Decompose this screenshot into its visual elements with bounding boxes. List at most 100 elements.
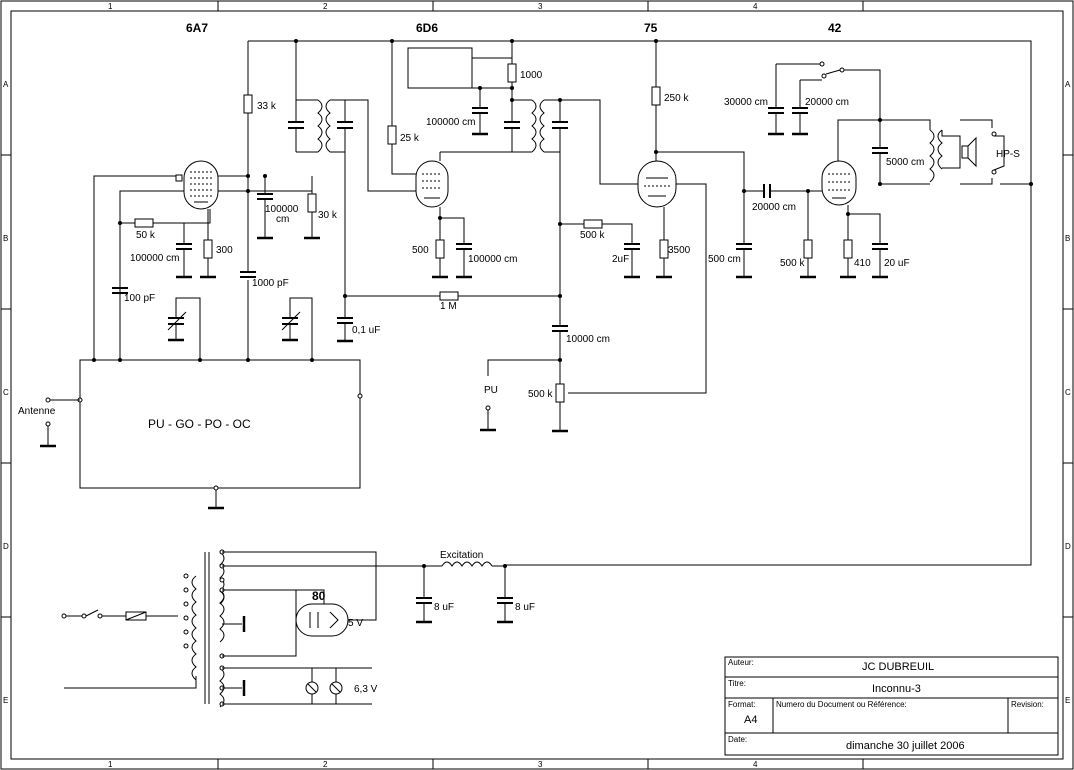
tube-6d6	[415, 160, 449, 208]
label-pot-500k: 500 k	[528, 389, 553, 400]
if-transformer-1	[288, 41, 416, 318]
label-c-20uf: 20 uF	[884, 258, 910, 269]
title-block-auteur-label: Auteur:	[728, 658, 754, 667]
if-transformer-2	[440, 88, 638, 326]
mains-switch-fuse	[61, 609, 178, 621]
zone-col-2-bottom: 2	[323, 760, 328, 769]
label-c-30000cm: 30000 cm	[724, 97, 768, 108]
resistor-3500	[659, 239, 669, 259]
tube-80	[295, 603, 349, 637]
resistor-33k	[243, 94, 253, 114]
variable-capacitor-2	[281, 297, 313, 358]
zone-col-2-top: 2	[323, 2, 328, 11]
zone-row-b-right: B	[1065, 234, 1070, 243]
label-c-100000cm-top: 100000 cm	[426, 117, 475, 128]
label-c-100000-a: 100000	[265, 204, 299, 215]
zone-col-1-bottom: 1	[108, 760, 113, 769]
band-switch-box	[79, 359, 361, 489]
label-speaker: HP-S	[996, 149, 1020, 160]
zone-col-1-top: 1	[108, 2, 113, 11]
label-c-100000cm-c: 100000 cm	[468, 254, 517, 265]
zone-col-4-bottom: 4	[753, 760, 758, 769]
label-c-10000cm: 10000 cm	[566, 334, 610, 345]
label-r-1000: 1000	[520, 70, 543, 81]
zone-row-a-right: A	[1065, 80, 1071, 89]
label-r-500: 500	[412, 245, 429, 256]
zone-col-3-top: 3	[538, 2, 543, 11]
tube-6a7	[175, 160, 219, 210]
label-r-1m: 1 M	[440, 301, 457, 312]
label-c-01uf: 0,1 uF	[352, 325, 380, 336]
title-block-titre-label: Titre:	[728, 679, 746, 688]
label-r-300: 300	[216, 245, 233, 256]
label-c-20000cm-top: 20000 cm	[805, 97, 849, 108]
tube-42	[821, 160, 857, 206]
label-r-500k-a: 500 k	[580, 230, 605, 241]
zone-row-c-left: C	[3, 388, 9, 397]
shield-box	[407, 47, 473, 89]
resistor-1m	[439, 291, 459, 301]
label-c-500cm: 500 cm	[708, 254, 741, 265]
title-block-revision-label: Revision:	[1011, 700, 1044, 709]
tube-label-6a7: 6A7	[186, 21, 208, 35]
title-block-format-value: A4	[744, 714, 757, 726]
zone-col-3-bottom: 3	[538, 760, 543, 769]
label-r-25k: 25 k	[400, 133, 420, 144]
label-c-cm-a: cm	[276, 214, 289, 225]
label-band-switch: PU - GO - PO - OC	[148, 417, 251, 431]
pilot-lamp-1	[305, 668, 319, 704]
zone-row-e-left: E	[3, 696, 8, 705]
label-r-3500: 3500	[668, 245, 691, 256]
resistor-250k	[651, 86, 661, 106]
label-c-20000cm-mid: 20000 cm	[752, 202, 796, 213]
zone-row-b-left: B	[3, 234, 8, 243]
tube-label-80: 80	[312, 589, 326, 603]
zone-labels: 1 2 3 4 1 2 3 4 A B C D E A B C D E	[3, 2, 1071, 769]
label-c-1000pf: 1000 pF	[252, 278, 289, 289]
label-r-500k-b: 500 k	[780, 258, 805, 269]
zone-col-4-top: 4	[753, 2, 758, 11]
zone-row-e-right: E	[1065, 696, 1070, 705]
volume-potentiometer	[555, 383, 565, 403]
resistor-500k-a	[583, 219, 603, 229]
resistor-410	[843, 239, 853, 259]
tube-label-75: 75	[644, 21, 658, 35]
tube-label-42: 42	[828, 21, 842, 35]
resistor-500	[435, 239, 445, 259]
label-pu: PU	[484, 385, 498, 396]
label-c-100000cm-b: 100000 cm	[130, 253, 179, 264]
speaker-icon	[961, 136, 977, 168]
label-r-250k: 250 k	[664, 93, 689, 104]
label-v-5v: 5 V	[348, 618, 363, 629]
title-block-titre-value: Inconnu-3	[872, 683, 921, 695]
zone-row-d-right: D	[1065, 542, 1071, 551]
resistor-25k	[387, 125, 397, 145]
label-antenne: Antenne	[18, 406, 56, 417]
tube-label-6d6: 6D6	[416, 21, 438, 35]
resistor-30k	[307, 193, 317, 213]
title-block-date-label: Date:	[728, 735, 747, 744]
label-r-50k: 50 k	[136, 230, 156, 241]
zone-row-c-right: C	[1065, 388, 1071, 397]
label-r-410: 410	[854, 258, 871, 269]
resistor-300	[203, 239, 213, 259]
title-block-auteur-value: JC DUBREUIL	[862, 661, 934, 673]
label-v-63v: 6,3 V	[354, 684, 378, 695]
variable-capacitor-1	[167, 297, 201, 358]
label-excitation: Excitation	[440, 550, 483, 561]
label-c-5000cm: 5000 cm	[886, 157, 924, 168]
title-block: Auteur: JC DUBREUIL Titre: Inconnu-3 For…	[724, 656, 1059, 756]
zone-row-d-left: D	[3, 542, 9, 551]
power-transformer	[183, 549, 225, 708]
zone-row-a-left: A	[3, 80, 9, 89]
resistor-1000	[507, 63, 517, 83]
title-block-format-label: Format:	[728, 700, 756, 709]
label-r-30k: 30 k	[318, 210, 338, 221]
pilot-lamp-2	[329, 668, 343, 704]
title-block-numero-label: Numero du Document ou Référence:	[776, 700, 907, 709]
resistor-50k	[134, 218, 154, 228]
label-c-8uf-a: 8 uF	[434, 602, 454, 613]
resistor-500k-b	[803, 239, 813, 259]
